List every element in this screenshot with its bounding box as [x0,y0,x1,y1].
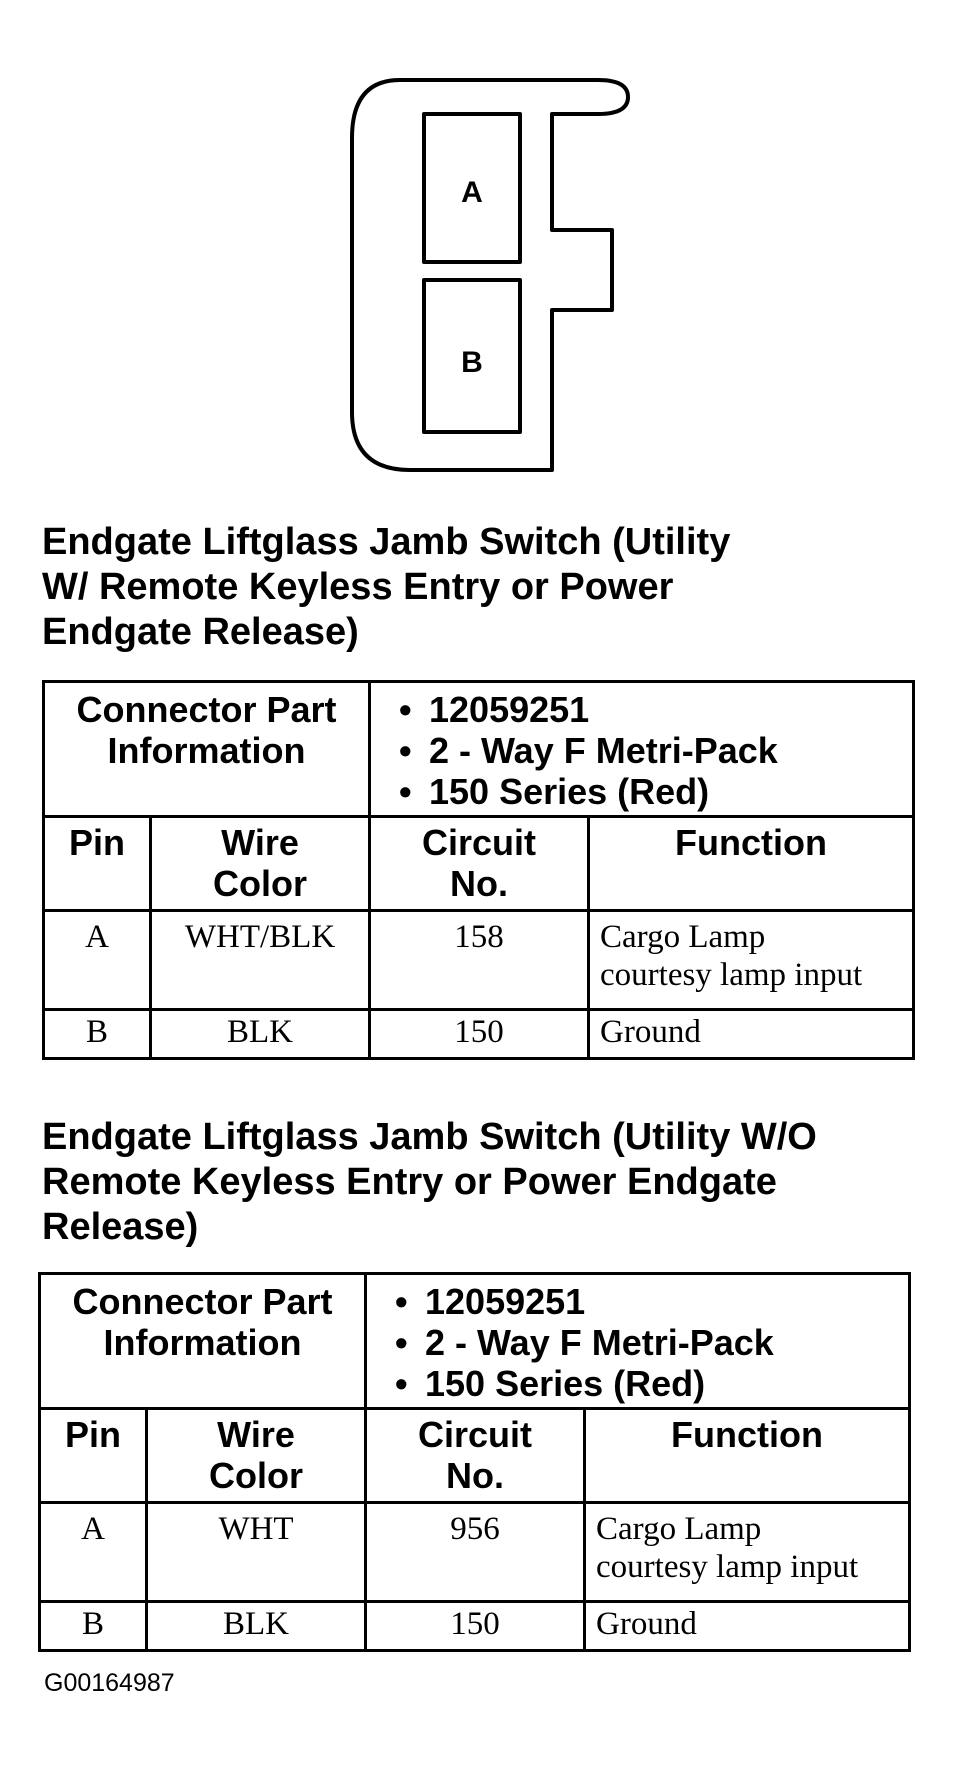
function-cell: Ground [587,1008,916,1060]
pin-cell: A [38,1501,148,1603]
title-line: Release) [42,1206,199,1248]
table-row: A WHT/BLK 158 Cargo Lamp courtesy lamp i… [42,909,916,1011]
connector-series: 150 Series (Red) [399,771,912,812]
pin-a-cavity [422,112,522,264]
section-title-with-rke: Endgate Liftglass Jamb Switch (Utility W… [42,520,922,655]
figure-id: G00164987 [44,1669,175,1697]
function-cell: Ground [583,1600,912,1652]
table-row: B BLK 150 Ground [42,1008,916,1060]
connector-type: 2 - Way F Metri-Pack [399,730,912,771]
connector-part-label: Connector Part Information [41,680,372,818]
column-header-function: Function [583,1407,912,1504]
circuit-cell: 150 [368,1008,591,1060]
circuit-cell: 158 [368,909,591,1011]
connector-type: 2 - Way F Metri-Pack [395,1322,908,1363]
function-cell: Cargo Lamp courtesy lamp input [583,1501,912,1603]
pin-b-cavity [422,278,522,434]
column-header-pin: Pin [42,815,152,912]
pin-b-label: B [461,346,483,379]
wire-color-cell: WHT [144,1501,368,1603]
connector-table-with-rke: Connector Part Information 12059251 2 - … [41,680,916,1060]
wire-color-cell: BLK [148,1008,372,1060]
column-header-function: Function [587,815,916,912]
pin-cell: A [42,909,152,1011]
connector-face-diagram: A B [350,78,630,472]
title-line: W/ Remote Keyless Entry or Power [42,566,674,608]
wire-color-cell: WHT/BLK [148,909,372,1011]
function-cell: Cargo Lamp courtesy lamp input [587,909,916,1011]
connector-body-outline [350,78,630,472]
table-row: A WHT 956 Cargo Lamp courtesy lamp input [38,1501,912,1603]
connector-part-info: 12059251 2 - Way F Metri-Pack 150 Series… [368,680,916,818]
connector-table-without-rke: Connector Part Information 12059251 2 - … [37,1272,912,1652]
connector-part-label: Connector Part Information [37,1272,368,1410]
pin-a-label: A [461,176,483,209]
wire-color-cell: BLK [144,1600,368,1652]
section-title-without-rke: Endgate Liftglass Jamb Switch (Utility W… [42,1115,922,1250]
table-row: B BLK 150 Ground [38,1600,912,1652]
part-number: 12059251 [399,689,912,730]
title-line: Endgate Release) [42,611,359,653]
circuit-cell: 150 [364,1600,587,1652]
part-number: 12059251 [395,1281,908,1322]
pin-cell: B [38,1600,148,1652]
circuit-cell: 956 [364,1501,587,1603]
pin-cell: B [42,1008,152,1060]
title-line: Endgate Liftglass Jamb Switch (Utility W… [42,1116,817,1158]
title-line: Remote Keyless Entry or Power Endgate [42,1161,777,1203]
connector-part-info: 12059251 2 - Way F Metri-Pack 150 Series… [364,1272,912,1410]
column-header-pin: Pin [38,1407,148,1504]
title-line: Endgate Liftglass Jamb Switch (Utility [42,521,731,563]
connector-series: 150 Series (Red) [395,1363,908,1404]
